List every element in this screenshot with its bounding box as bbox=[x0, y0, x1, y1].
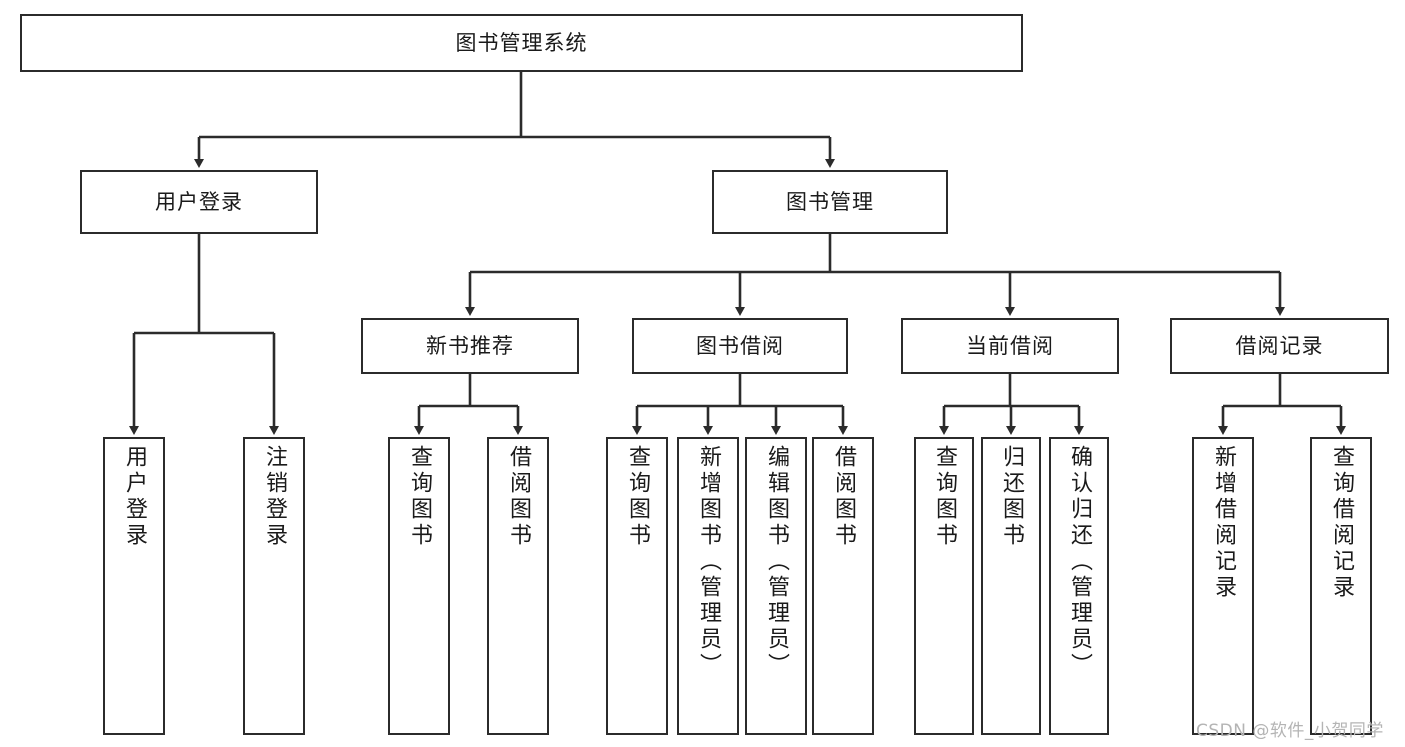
leaf-add-borrow-record-label: 新增借阅记录 bbox=[1211, 445, 1236, 601]
leaf-borrow-book-recommend[interactable]: 借阅图书 bbox=[487, 437, 549, 735]
leaf-return-book[interactable]: 归还图书 bbox=[981, 437, 1041, 735]
leaf-user-logout-label: 注销登录 bbox=[262, 445, 287, 549]
leaf-user-login-label: 用户登录 bbox=[122, 445, 147, 549]
node-root[interactable]: 图书管理系统 bbox=[20, 14, 1023, 72]
node-current-borrow[interactable]: 当前借阅 bbox=[901, 318, 1119, 374]
leaf-query-book-recommend[interactable]: 查询图书 bbox=[388, 437, 450, 735]
node-user-login-label: 用户登录 bbox=[155, 189, 243, 214]
csdn-watermark: CSDN @软件_小贺同学 bbox=[1196, 721, 1384, 741]
node-user-login[interactable]: 用户登录 bbox=[80, 170, 318, 234]
leaf-query-book-current[interactable]: 查询图书 bbox=[914, 437, 974, 735]
node-book-management[interactable]: 图书管理 bbox=[712, 170, 948, 234]
node-book-borrow-label: 图书借阅 bbox=[696, 333, 784, 358]
node-book-management-label: 图书管理 bbox=[786, 189, 874, 214]
leaf-borrow-book-label: 借阅图书 bbox=[831, 445, 856, 549]
leaf-confirm-return-admin[interactable]: 确认归还（管理员） bbox=[1049, 437, 1109, 735]
leaf-edit-book-admin[interactable]: 编辑图书（管理员） bbox=[745, 437, 807, 735]
leaf-borrow-book-recommend-label: 借阅图书 bbox=[506, 445, 531, 549]
node-borrow-record[interactable]: 借阅记录 bbox=[1170, 318, 1389, 374]
leaf-user-logout[interactable]: 注销登录 bbox=[243, 437, 305, 735]
leaf-edit-book-admin-label: 编辑图书（管理员） bbox=[764, 445, 789, 679]
leaf-borrow-book[interactable]: 借阅图书 bbox=[812, 437, 874, 735]
leaf-query-borrow-record[interactable]: 查询借阅记录 bbox=[1310, 437, 1372, 735]
leaf-add-book-admin-label: 新增图书（管理员） bbox=[696, 445, 721, 679]
leaf-user-login[interactable]: 用户登录 bbox=[103, 437, 165, 735]
node-root-label: 图书管理系统 bbox=[455, 30, 588, 55]
node-book-borrow[interactable]: 图书借阅 bbox=[632, 318, 848, 374]
leaf-query-book-borrow[interactable]: 查询图书 bbox=[606, 437, 668, 735]
leaf-add-borrow-record[interactable]: 新增借阅记录 bbox=[1192, 437, 1254, 735]
node-current-borrow-label: 当前借阅 bbox=[966, 333, 1054, 358]
leaf-query-borrow-record-label: 查询借阅记录 bbox=[1329, 445, 1354, 601]
leaf-return-book-label: 归还图书 bbox=[999, 445, 1024, 549]
leaf-query-book-current-label: 查询图书 bbox=[932, 445, 957, 549]
leaf-query-book-recommend-label: 查询图书 bbox=[407, 445, 432, 549]
node-borrow-record-label: 借阅记录 bbox=[1235, 333, 1324, 358]
leaf-confirm-return-admin-label: 确认归还（管理员） bbox=[1067, 445, 1092, 679]
node-new-book-recommend-label: 新书推荐 bbox=[426, 333, 514, 358]
leaf-query-book-borrow-label: 查询图书 bbox=[625, 445, 650, 549]
leaf-add-book-admin[interactable]: 新增图书（管理员） bbox=[677, 437, 739, 735]
node-new-book-recommend[interactable]: 新书推荐 bbox=[361, 318, 579, 374]
